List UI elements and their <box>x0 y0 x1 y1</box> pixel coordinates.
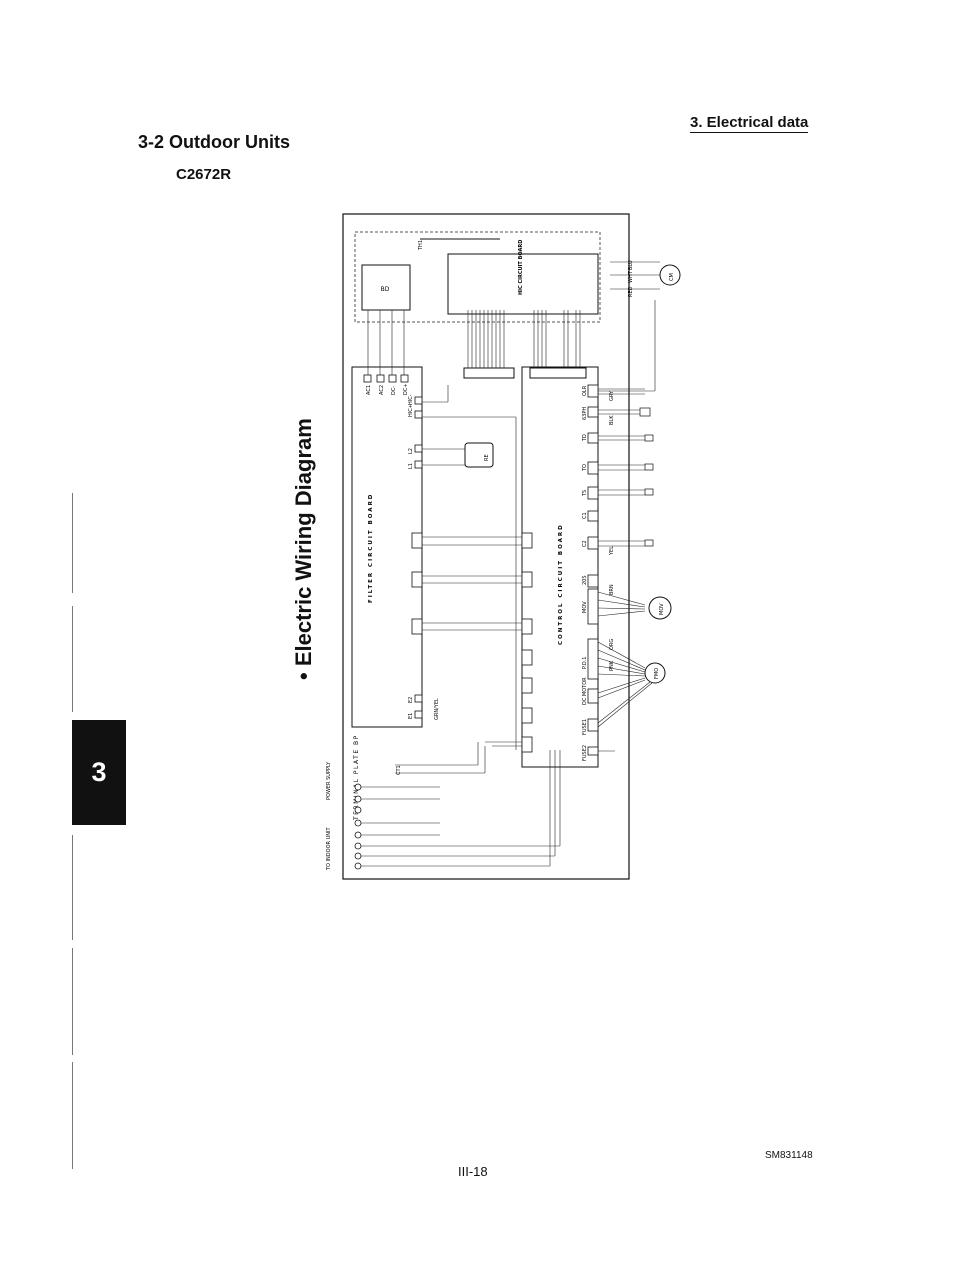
term-ac2: AC2 <box>379 385 385 395</box>
cm-label: CM <box>669 273 675 281</box>
wire-pnk: PNK <box>609 660 615 671</box>
model-label: C2672R <box>176 166 232 183</box>
bridge-diode <box>361 264 411 311</box>
section-title: 3-2 Outdoor Units <box>138 132 290 152</box>
term-dcp: DC+ <box>403 383 409 395</box>
term-hicm: HIC- <box>408 394 414 405</box>
fan-motor <box>644 662 666 684</box>
conn-fuse2: FUSE2 <box>582 745 588 761</box>
wiring-diagram: BD HIC CIRCUIT BOARD TH1 FILTER CIRCUIT … <box>326 213 681 880</box>
wire-brn: BRN <box>609 584 615 595</box>
compressor-motor <box>659 264 681 286</box>
conn-td: TD <box>582 434 588 442</box>
signal-wires <box>422 385 522 750</box>
conn-fuse1: FUSE1 <box>582 719 588 735</box>
mov-motor <box>648 596 672 620</box>
indoor-unit-label: TO INDOOR UNIT <box>326 827 332 871</box>
conn-ts: TS <box>582 490 588 497</box>
terminal-plate-label: TERMINAL PLATE BP <box>353 734 360 821</box>
conn-dc-motor: DC MOTOR <box>582 677 588 705</box>
margin-line <box>72 835 73 940</box>
diagram-frame <box>342 213 630 880</box>
term-e2: E2 <box>408 697 414 703</box>
ct1-label: CT1 <box>396 765 402 775</box>
wire-wht: WHT <box>628 270 634 283</box>
bd-wires <box>367 310 405 375</box>
conn-pd1: P.D.1 <box>582 657 588 669</box>
fmo-label: FMO <box>654 668 660 679</box>
thermistors <box>639 407 654 547</box>
re-label: RE <box>484 454 490 461</box>
power-supply-label: POWER SUPPLY <box>326 761 332 800</box>
conn-c2: C2 <box>582 540 588 547</box>
wire-red: RED <box>628 286 634 297</box>
control-left-connectors <box>521 532 533 753</box>
term-l1: L1 <box>408 463 414 469</box>
conn-mov: MOV <box>582 601 588 613</box>
page-number: III-18 <box>458 1164 488 1179</box>
conn-c1: C1 <box>582 512 588 519</box>
th1-label: TH1 <box>418 240 424 251</box>
wire-grnyel: GRN/YEL <box>434 698 440 720</box>
term-e1: E1 <box>408 713 414 719</box>
terminal-plate <box>354 783 362 870</box>
control-board-label: CONTROL CIRCUIT BOARD <box>558 523 564 645</box>
document-id: SM831148 <box>765 1150 813 1161</box>
connector-hic1 <box>463 367 515 379</box>
reactor <box>464 442 494 468</box>
margin-line <box>72 606 73 712</box>
margin-line <box>72 1062 73 1169</box>
conn-olr: OLR <box>582 385 588 396</box>
margin-line <box>72 948 73 1055</box>
wire-blu: BLU <box>628 260 634 270</box>
mov-label: MOV <box>659 603 665 615</box>
term-ac1: AC1 <box>366 385 372 395</box>
wire-org: ORG <box>609 639 615 650</box>
hic-area <box>354 231 601 323</box>
hic-board <box>447 253 599 315</box>
term-hicp: HIC+ <box>408 404 414 417</box>
filter-terminals <box>363 374 423 719</box>
conn-63ph: 63PH <box>582 407 588 420</box>
control-right-connectors <box>587 384 599 756</box>
chapter-tab: 3 <box>72 720 126 825</box>
bd-label: BD <box>381 286 390 293</box>
terminal-wires <box>361 741 561 867</box>
hic-board-label: HIC CIRCUIT BOARD <box>518 240 524 295</box>
conn-to: TO <box>582 464 588 472</box>
term-dcm: DC- <box>391 386 397 395</box>
filter-connectors <box>411 532 423 635</box>
right-wires <box>597 261 660 752</box>
wire-yel: YEL <box>609 546 615 556</box>
conn-20s: 20S <box>582 575 588 585</box>
connector-hic2 <box>529 367 587 379</box>
filter-board-label: FILTER CIRCUIT BOARD <box>368 493 374 603</box>
wire-blk: BLK <box>609 415 615 425</box>
margin-line <box>72 493 73 593</box>
section-header: 3. Electrical data <box>690 114 809 133</box>
wire-gry: GRY <box>609 390 615 401</box>
term-l2: L2 <box>408 448 414 454</box>
hic-wire-bundle <box>467 310 581 368</box>
filter-board <box>351 366 423 728</box>
